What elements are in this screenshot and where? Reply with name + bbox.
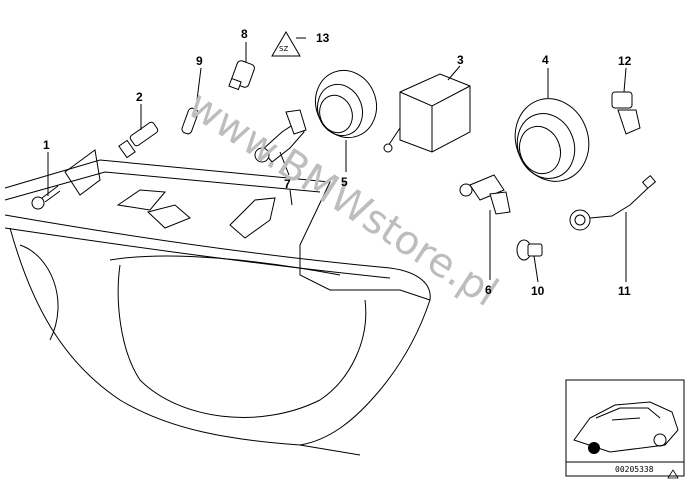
corner-triangle-icon xyxy=(667,469,679,479)
part-13-triangle: SZ xyxy=(271,31,301,57)
callout-6: 6 xyxy=(485,283,492,297)
car-outline xyxy=(573,401,679,453)
headlight-housing xyxy=(4,149,431,456)
inset-thumbnail: 00205338 xyxy=(565,379,685,479)
callout-3: 3 xyxy=(457,53,464,67)
callout-5: 5 xyxy=(341,175,348,189)
inset-caption: 00205338 xyxy=(615,465,654,474)
part-3-ballast xyxy=(383,73,471,153)
leader-lines xyxy=(47,37,627,283)
part-7-bulb xyxy=(254,109,307,163)
callout-2: 2 xyxy=(136,90,143,104)
callout-11: 11 xyxy=(618,284,631,298)
callout-numbers: 1 2 3 4 5 6 7 8 9 10 11 12 13 xyxy=(43,27,632,298)
callout-1: 1 xyxy=(43,138,50,152)
part-9-bulb xyxy=(181,107,199,135)
part-11-wire xyxy=(569,175,657,231)
part-1-screw xyxy=(31,185,61,210)
part-12-bulb xyxy=(611,91,641,135)
callout-12: 12 xyxy=(618,54,632,68)
svg-text:SZ: SZ xyxy=(279,45,288,53)
callout-13: 13 xyxy=(316,31,330,45)
callout-7: 7 xyxy=(284,177,291,191)
callout-4: 4 xyxy=(542,53,549,67)
callout-10: 10 xyxy=(531,284,545,298)
location-marker xyxy=(588,442,600,454)
callout-9: 9 xyxy=(196,54,203,68)
part-4-ring xyxy=(514,98,590,182)
callout-8: 8 xyxy=(241,27,248,41)
part-8-socket xyxy=(228,60,255,91)
part-10-bulb xyxy=(516,239,543,261)
part-2-adjuster xyxy=(118,121,159,159)
part-5-ring xyxy=(315,69,377,139)
part-6-bulb xyxy=(459,174,511,215)
